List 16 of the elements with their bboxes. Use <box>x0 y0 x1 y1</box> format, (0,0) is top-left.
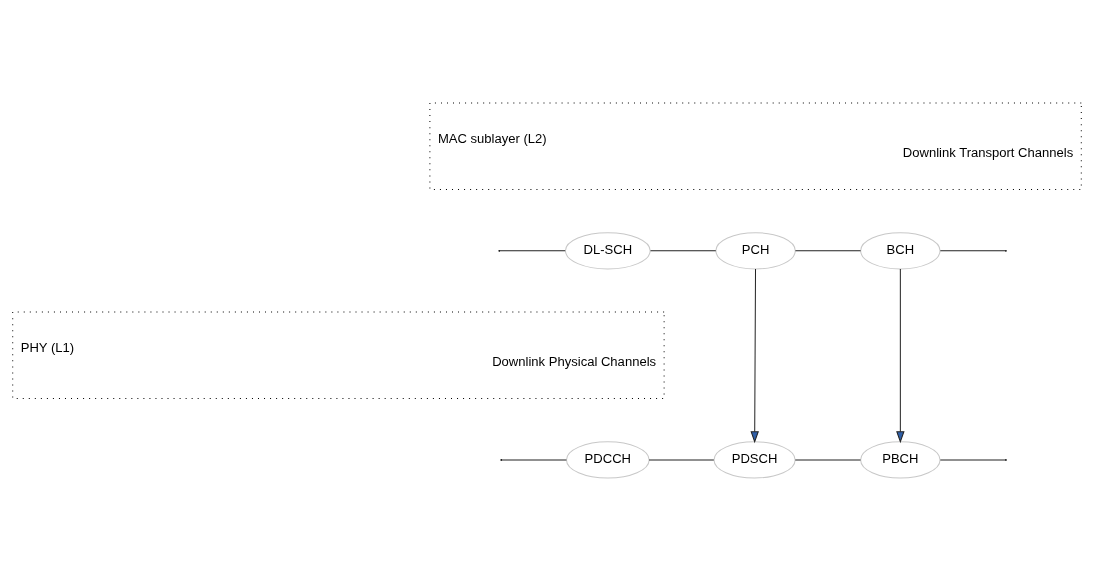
connector <box>650 250 717 252</box>
arrow <box>750 268 759 444</box>
connector <box>939 459 1006 461</box>
node-ellipse: PDSCH <box>713 441 796 479</box>
node-box: PHY (L1) Downlink Physical Channels <box>12 311 665 400</box>
node-ellipse: BCH <box>860 232 941 270</box>
connector <box>794 250 862 252</box>
connector <box>939 250 1006 252</box>
node-ellipse: DL-SCH <box>564 232 651 270</box>
connector <box>501 459 567 461</box>
arrow <box>896 268 905 444</box>
node-ellipse: PDCCH <box>565 441 650 479</box>
node-box: MAC sublayer (L2) Downlink Transport Channels <box>429 102 1082 190</box>
node-ellipse: PBCH <box>860 441 941 479</box>
node-ellipse: PCH <box>715 232 796 270</box>
connector <box>499 250 566 252</box>
